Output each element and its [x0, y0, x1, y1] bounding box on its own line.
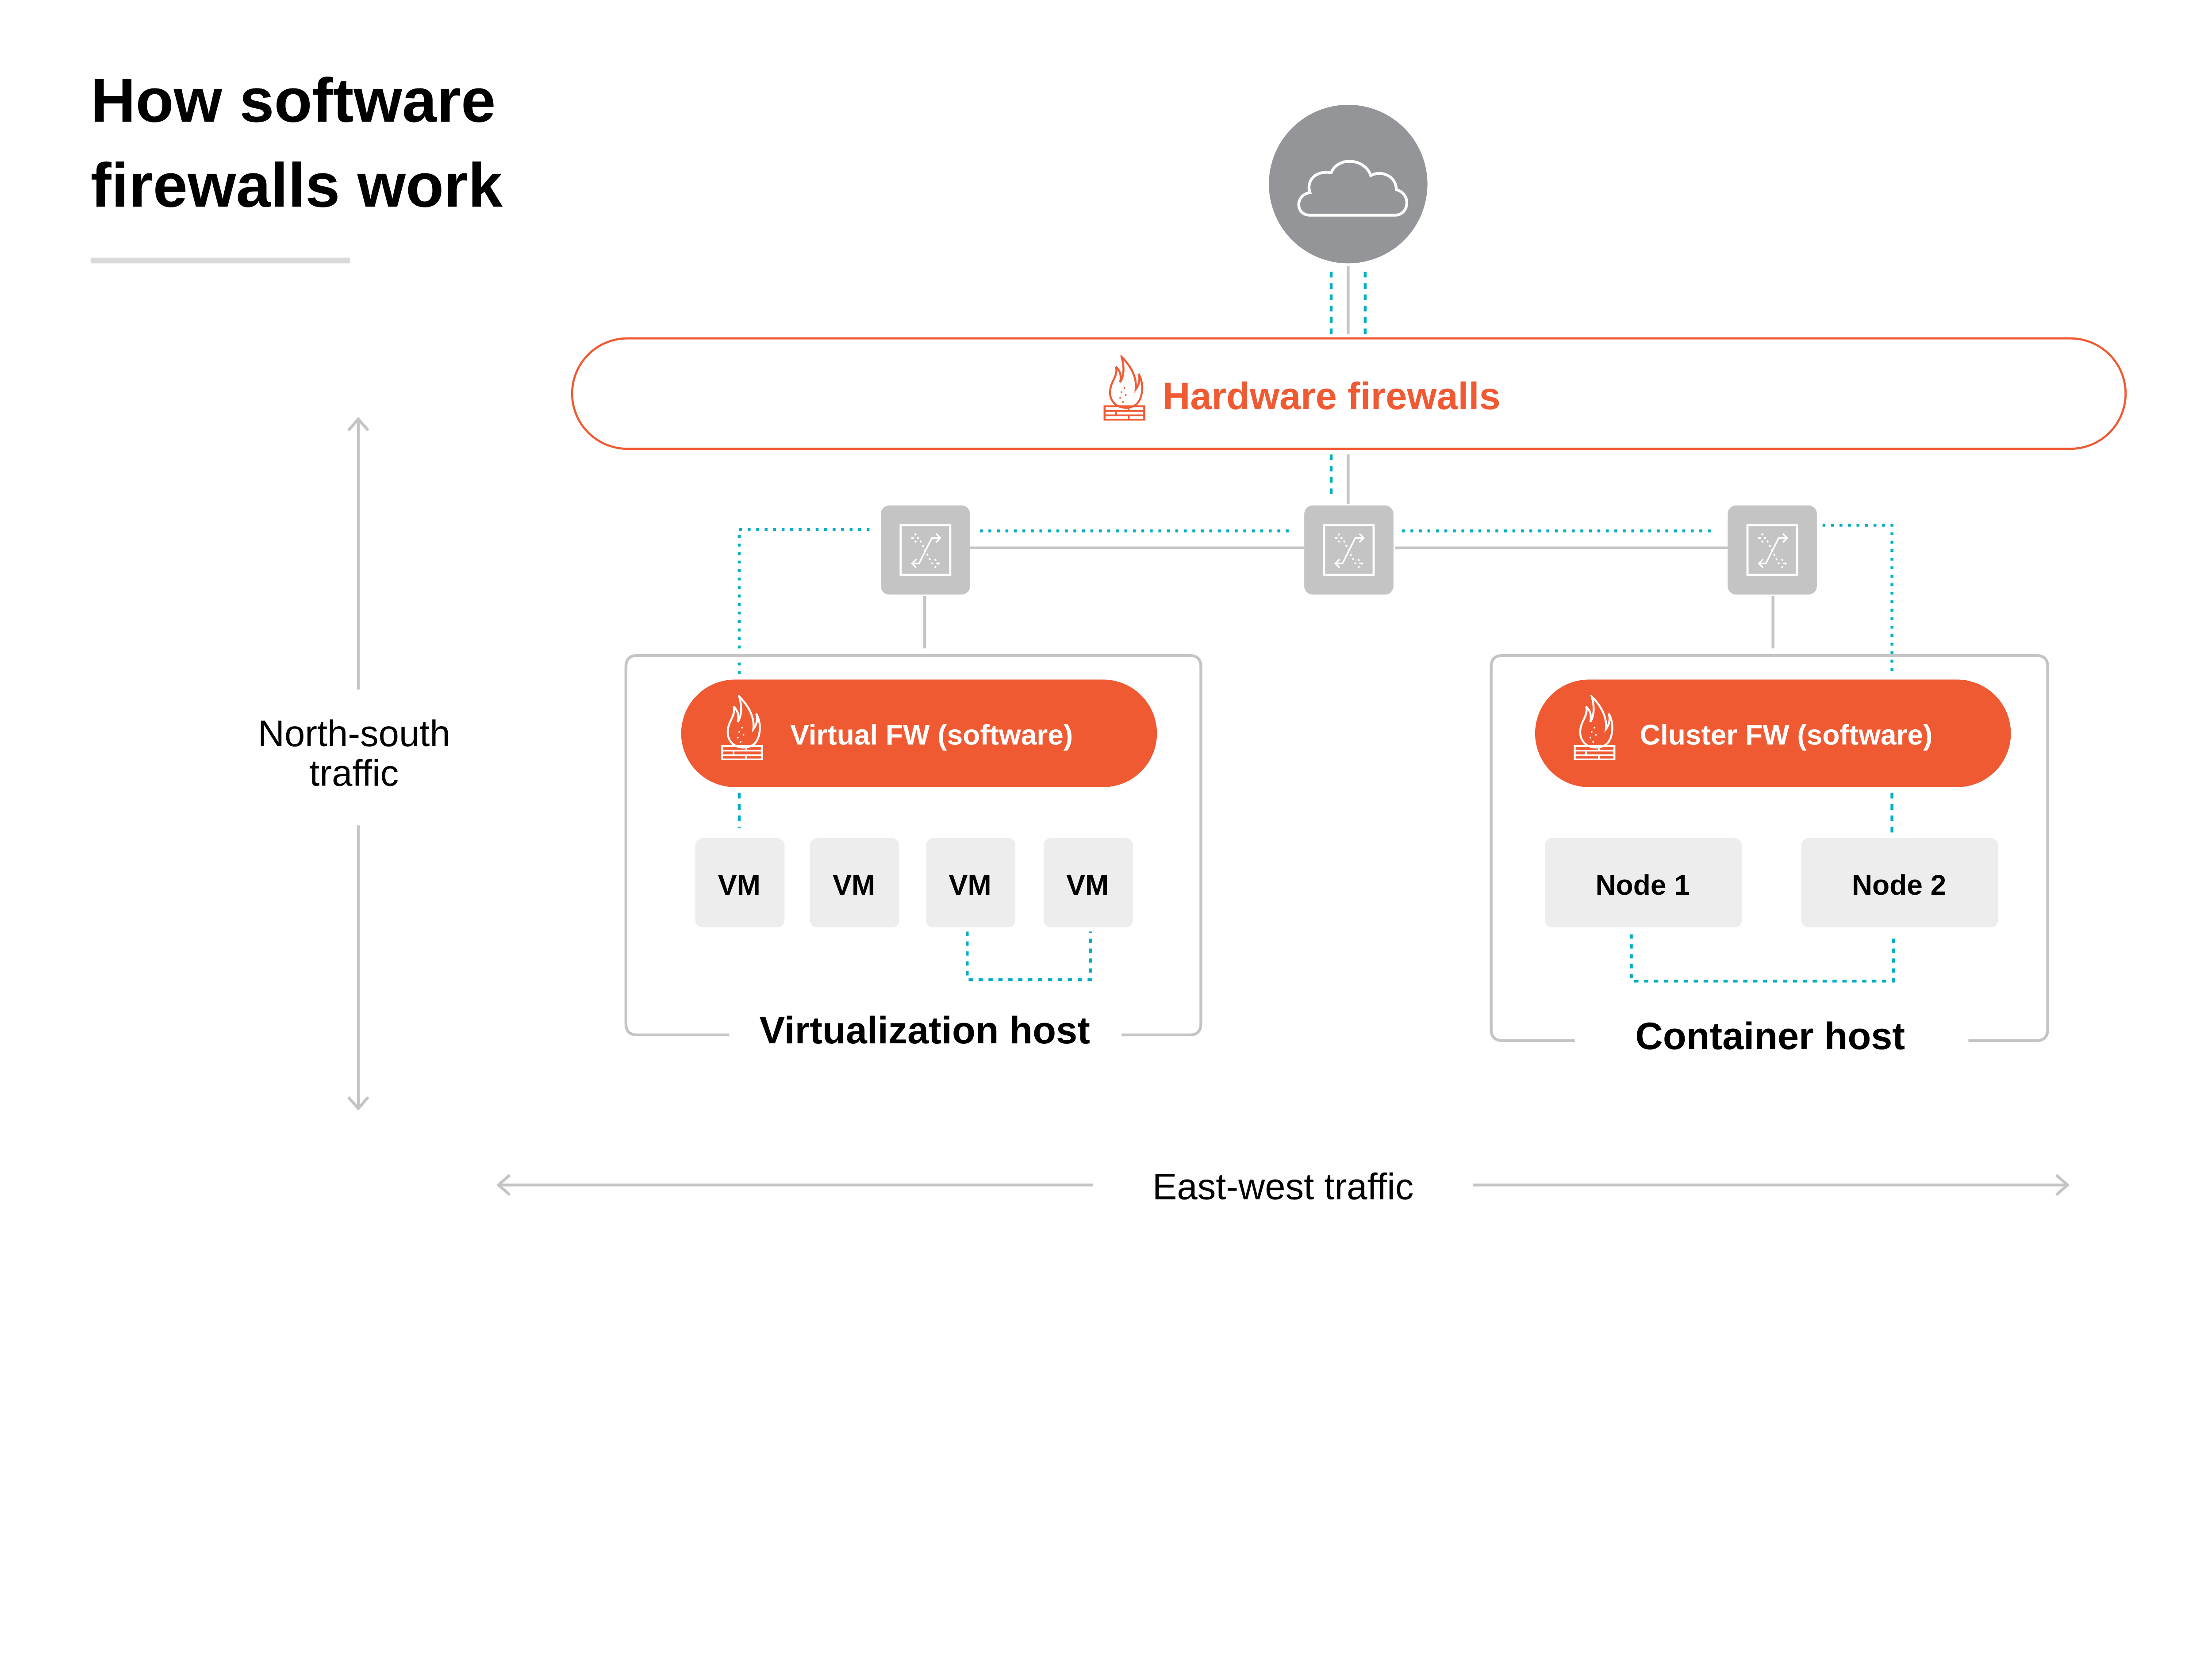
- internet-cloud: [1269, 104, 1428, 264]
- vm-label: VM: [949, 869, 991, 901]
- vm-label: VM: [833, 869, 875, 901]
- cloud-icon: [1297, 160, 1409, 217]
- cluster-fw-label: Cluster FW (software): [1640, 719, 1933, 751]
- vm-box: VM: [695, 838, 785, 927]
- north-south-label-2: traffic: [309, 753, 399, 794]
- title-line-1: How software: [91, 65, 496, 135]
- east-west-axis: [496, 1174, 2070, 1196]
- virtual-fw-pill: [681, 679, 1157, 787]
- north-south-axis: [347, 417, 369, 1111]
- switch-links: [737, 524, 1893, 835]
- node-east-west-link: [1630, 934, 1895, 983]
- vm-box: VM: [926, 838, 1016, 927]
- node-label: Node 1: [1595, 869, 1690, 901]
- vm-box: VM: [810, 838, 899, 927]
- vm-label: VM: [718, 869, 760, 901]
- node-box: Node 1: [1545, 838, 1742, 927]
- virtualization-host-label: Virtualization host: [760, 1009, 1090, 1052]
- east-west-label: East-west traffic: [1152, 1166, 1413, 1207]
- north-south-label-1: North-south: [258, 713, 450, 754]
- vm-box: VM: [1044, 838, 1133, 927]
- hardware-firewalls: Hardware firewalls: [571, 337, 2127, 450]
- node-box: Node 2: [1801, 838, 1998, 927]
- switch-left: [881, 505, 970, 595]
- vm-label: VM: [1066, 869, 1109, 901]
- firewall-diagram: How software firewalls work Hardware fir…: [90, 65, 2127, 1207]
- vm-east-west-link: [966, 931, 1092, 981]
- virtual-fw-label: Virtual FW (software): [790, 719, 1073, 751]
- hardware-firewalls-label: Hardware firewalls: [1163, 375, 1501, 418]
- title-line-2: firewalls work: [91, 150, 503, 220]
- virtualization-host: Virtualization host Virtual FW (software…: [624, 654, 1202, 1052]
- switch-right: [1728, 505, 1817, 595]
- node-label: Node 2: [1852, 869, 1946, 901]
- container-host-label: Container host: [1635, 1015, 1905, 1057]
- container-host: Container host Cluster FW (software) Nod…: [1490, 654, 2049, 1057]
- cluster-fw-pill: [1535, 679, 2011, 787]
- switch-center: [1304, 505, 1394, 595]
